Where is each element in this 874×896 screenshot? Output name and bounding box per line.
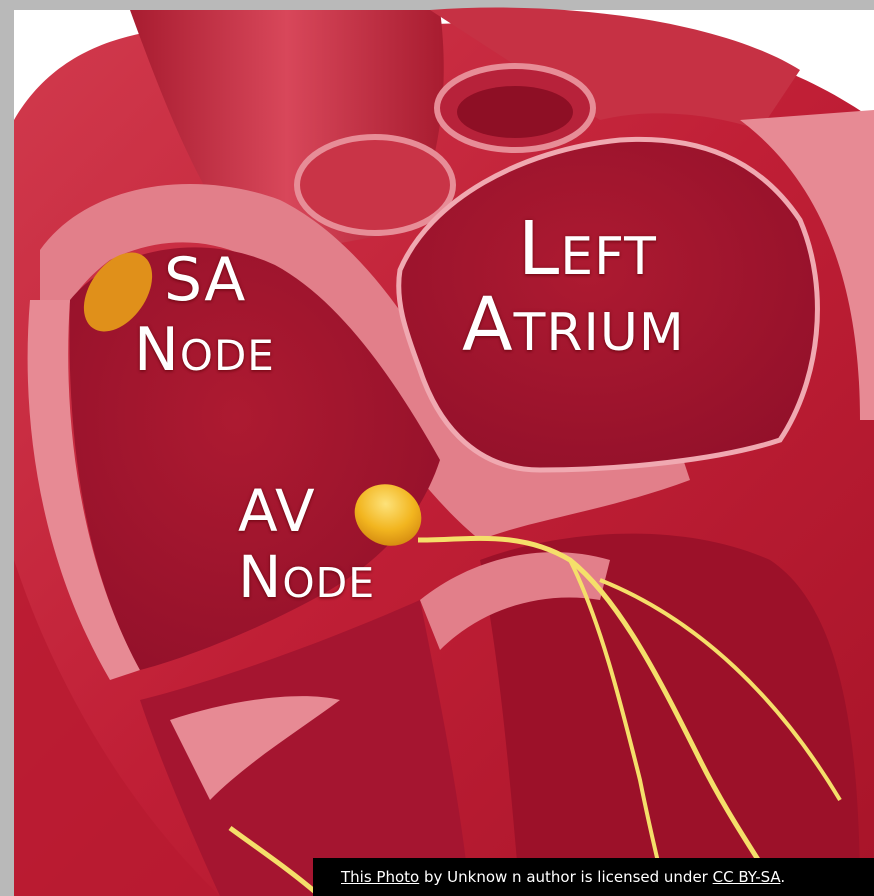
left-atrium-label: Left Atrium	[462, 212, 685, 362]
sa-node-label-line-1: SA	[164, 250, 275, 310]
sa-node-label: SA Node	[158, 250, 275, 380]
pulmonary-lumen	[457, 86, 573, 138]
left-atrium-label-line-2: Atrium	[462, 288, 685, 362]
left-atrium-label-line-1: Left	[518, 212, 685, 286]
av-node-label: AV Node	[238, 482, 375, 606]
license-link[interactable]: CC BY-SA	[713, 868, 781, 886]
attribution-bar: This Photo by Unknow n author is license…	[313, 858, 874, 896]
attribution-period: .	[780, 868, 785, 886]
photo-link[interactable]: This Photo	[341, 868, 419, 886]
av-node-label-line-1: AV	[238, 482, 375, 540]
attribution-text: by Unknow n author is licensed under	[419, 868, 712, 886]
sa-node-label-line-2: Node	[134, 320, 275, 380]
vena-cava-opening	[297, 137, 453, 233]
av-node-label-line-2: Node	[238, 548, 375, 606]
